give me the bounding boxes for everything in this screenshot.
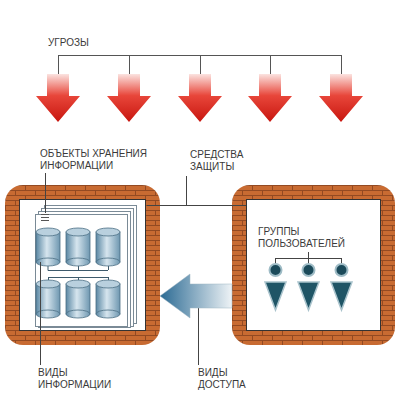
threat-arrow <box>36 74 80 122</box>
red-arrows <box>36 74 363 122</box>
node-heading: ОБЪЕКТЫ ХРАНЕНИЯ ИНФОРМАЦИИ <box>40 148 165 172</box>
threat-arrow <box>107 74 151 122</box>
user-head <box>336 264 348 276</box>
callout-label: УГРОЗЫ <box>48 37 128 49</box>
cylinder <box>96 228 120 266</box>
cylinder <box>36 280 60 318</box>
page-tab <box>41 215 49 221</box>
bus-drops <box>59 55 342 74</box>
user-body <box>298 282 319 310</box>
user-icons <box>265 252 352 310</box>
user-body <box>265 282 286 310</box>
callout-label: ВИДЫ ДОСТУПА <box>198 367 254 391</box>
storage-link <box>48 277 109 284</box>
brick-wall-box: ГРУППЫ ПОЛЬЗОВАТЕЛЕЙ <box>232 185 395 345</box>
bus-line <box>58 55 341 56</box>
node-text: ГРУППЫ ПОЛЬЗОВАТЕЛЕЙ <box>258 226 358 250</box>
inner-area <box>246 199 381 331</box>
user-head <box>270 264 282 276</box>
threat-arrow <box>178 74 222 122</box>
callout-label: ВИДЫ ИНФОРМАЦИИ <box>38 367 114 391</box>
user-head <box>303 264 315 276</box>
inner-area <box>19 199 146 331</box>
threat-bus <box>58 55 342 74</box>
cylinder <box>36 228 60 266</box>
leader-lines <box>41 173 247 365</box>
cylinder <box>66 228 90 266</box>
storage-cylinders <box>36 228 120 318</box>
leader-line <box>45 173 46 213</box>
page <box>42 209 134 327</box>
storage-links <box>48 262 109 284</box>
storage-link <box>48 262 109 271</box>
cylinder <box>96 280 120 318</box>
page <box>45 206 137 324</box>
leader-line <box>198 303 199 365</box>
leader-line <box>40 262 41 365</box>
page <box>39 212 131 328</box>
user-links <box>275 252 342 264</box>
brick-wall-box: ОБЪЕКТЫ ХРАНЕНИЯ ИНФОРМАЦИИ <box>5 185 160 345</box>
cylinder <box>66 280 90 318</box>
user-body <box>331 282 352 310</box>
leader-line <box>147 176 246 206</box>
threat-arrow <box>319 74 363 122</box>
threat-arrow <box>248 74 292 122</box>
page <box>36 215 128 327</box>
page-stack <box>36 206 137 328</box>
callout-label: СРЕДСТВА ЗАЩИТЫ <box>190 149 256 173</box>
access-arrow <box>160 274 232 318</box>
